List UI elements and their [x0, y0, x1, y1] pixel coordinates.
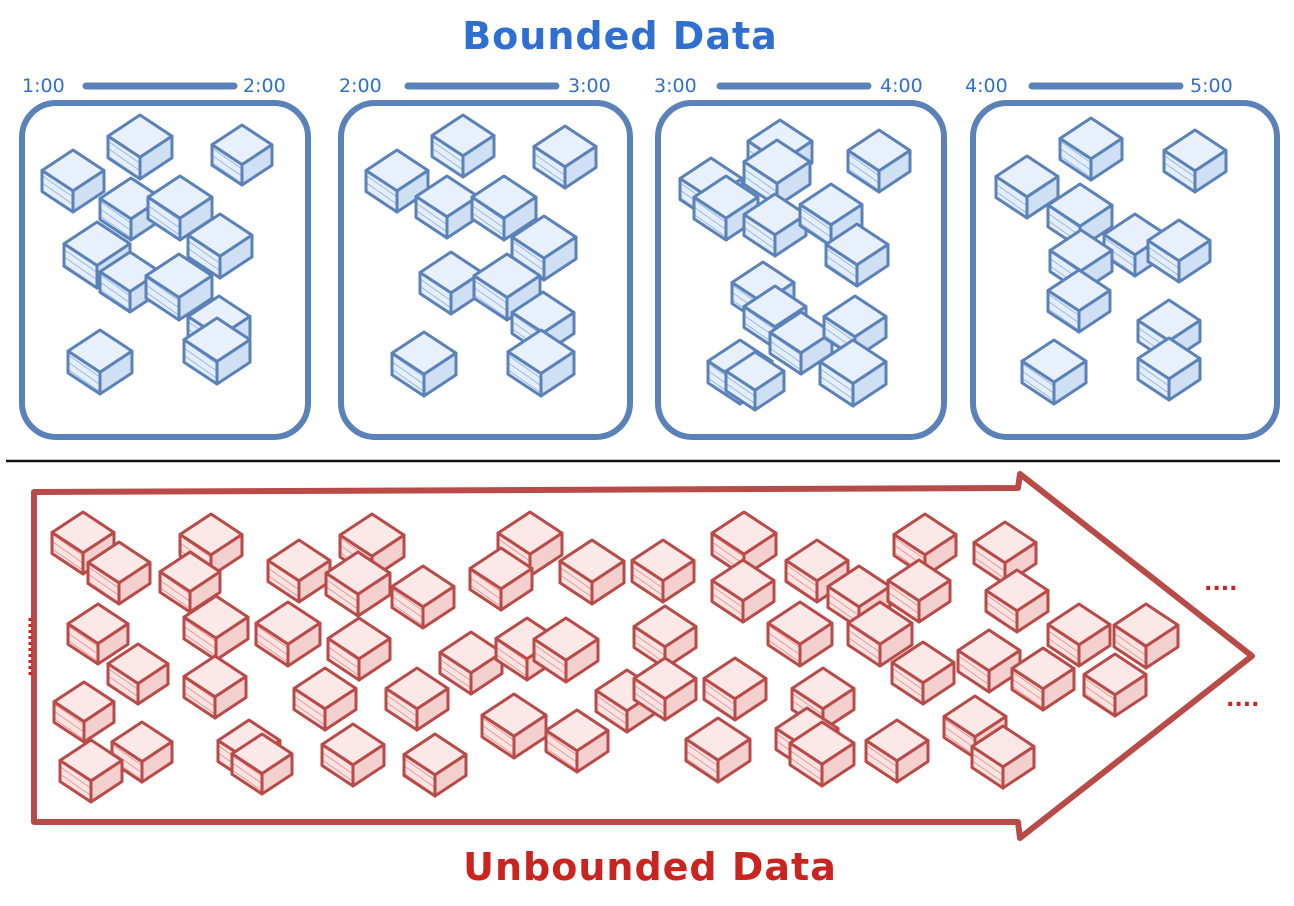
data-record-cube: [532, 616, 600, 684]
unbounded-data-title: Unbounded Data: [463, 845, 837, 889]
data-record-cube: [182, 654, 248, 720]
data-record-cube: [788, 720, 856, 788]
data-record-cube: [106, 642, 170, 706]
data-record-cube: [510, 214, 578, 282]
data-record-cube: [768, 310, 834, 376]
data-record-cube: [544, 708, 610, 774]
data-record-cube: [86, 540, 152, 606]
data-record-cube: [402, 732, 468, 798]
data-record-cube: [684, 716, 752, 784]
bounded-window-box-3: [655, 100, 947, 440]
bounded-window-box-2: [338, 100, 633, 440]
data-record-cube: [632, 656, 698, 722]
data-record-cube: [106, 113, 174, 181]
data-record-cube: [438, 630, 504, 696]
data-record-cube: [984, 568, 1050, 634]
data-record-cube: [724, 350, 786, 412]
data-record-cube: [710, 558, 776, 624]
data-record-cube: [52, 680, 116, 744]
stream-continuation-top: ....: [1204, 571, 1237, 596]
bounded-data-title: Bounded Data: [462, 14, 778, 58]
data-record-cube: [886, 558, 952, 624]
data-record-cube: [798, 182, 864, 248]
data-record-cube: [994, 154, 1060, 220]
data-record-cube: [506, 328, 576, 398]
data-record-cube: [970, 724, 1036, 790]
time-end-label: 2:00: [243, 75, 286, 97]
data-record-cube: [144, 252, 214, 322]
time-start-label: 3:00: [654, 75, 697, 97]
data-record-cube: [468, 546, 534, 612]
data-record-cube: [1046, 268, 1112, 334]
data-record-cube: [470, 174, 538, 242]
data-record-cube: [1112, 602, 1180, 670]
data-record-cube: [66, 328, 134, 396]
data-record-cube: [292, 666, 358, 732]
data-record-cube: [1058, 116, 1124, 182]
data-record-cube: [66, 602, 130, 666]
data-record-cube: [784, 538, 850, 604]
data-record-cube: [324, 550, 392, 618]
data-record-cube: [630, 538, 696, 604]
data-record-cube: [864, 718, 930, 784]
data-record-cube: [1010, 646, 1076, 712]
stream-continuation-bottom: ....: [1226, 687, 1259, 712]
data-record-cube: [532, 124, 598, 190]
time-start-label: 2:00: [339, 75, 382, 97]
data-record-cube: [266, 538, 332, 604]
bounded-window-box-1: [19, 100, 311, 440]
data-record-cube: [390, 564, 456, 630]
time-window-3-header: 3:00 4:00: [654, 75, 923, 97]
time-start-label: 1:00: [22, 75, 65, 97]
unbounded-stream-arrow: [31, 471, 1255, 841]
data-record-cube: [480, 692, 548, 760]
data-record-cube: [40, 148, 106, 214]
data-record-cube: [414, 174, 480, 240]
data-record-cube: [890, 640, 956, 706]
data-record-cube: [1136, 336, 1202, 402]
data-record-cube: [320, 722, 386, 788]
data-record-cube: [430, 113, 496, 179]
data-record-cube: [1020, 338, 1088, 406]
time-start-label: 4:00: [965, 75, 1008, 97]
data-record-cube: [824, 222, 890, 288]
data-record-cube: [182, 316, 252, 386]
data-record-cube: [58, 738, 124, 804]
data-record-cube: [1082, 652, 1148, 718]
data-record-cube: [1146, 218, 1212, 284]
data-record-cube: [818, 338, 888, 408]
bounded-data-records: [40, 113, 1228, 412]
time-end-label: 4:00: [880, 75, 923, 97]
data-record-cube: [186, 212, 254, 280]
time-window-2-header: 2:00 3:00: [339, 75, 611, 97]
data-record-cube: [846, 128, 912, 194]
data-record-cube: [846, 600, 914, 668]
unbounded-data-records: [50, 510, 1180, 804]
data-record-cube: [558, 538, 626, 606]
data-record-cube: [182, 594, 250, 662]
data-record-cube: [384, 666, 450, 732]
data-record-cube: [230, 732, 294, 796]
data-record-cube: [364, 148, 430, 214]
bounded-window-box-4: [970, 100, 1280, 440]
data-record-cube: [110, 720, 174, 784]
data-record-cube: [158, 550, 222, 614]
data-record-cube: [1046, 602, 1112, 668]
data-record-cube: [326, 616, 392, 682]
time-window-4-header: 4:00 5:00: [965, 75, 1233, 97]
time-window-1-header: 1:00 2:00: [22, 75, 286, 97]
data-record-cube: [210, 123, 274, 187]
data-record-cube: [390, 330, 458, 398]
data-record-cube: [692, 174, 760, 242]
data-record-cube: [632, 604, 698, 670]
time-end-label: 3:00: [568, 75, 611, 97]
data-record-cube: [254, 600, 322, 668]
data-record-cube: [766, 600, 834, 668]
data-record-cube: [1162, 128, 1228, 194]
data-record-cube: [702, 656, 768, 722]
time-end-label: 5:00: [1190, 75, 1233, 97]
